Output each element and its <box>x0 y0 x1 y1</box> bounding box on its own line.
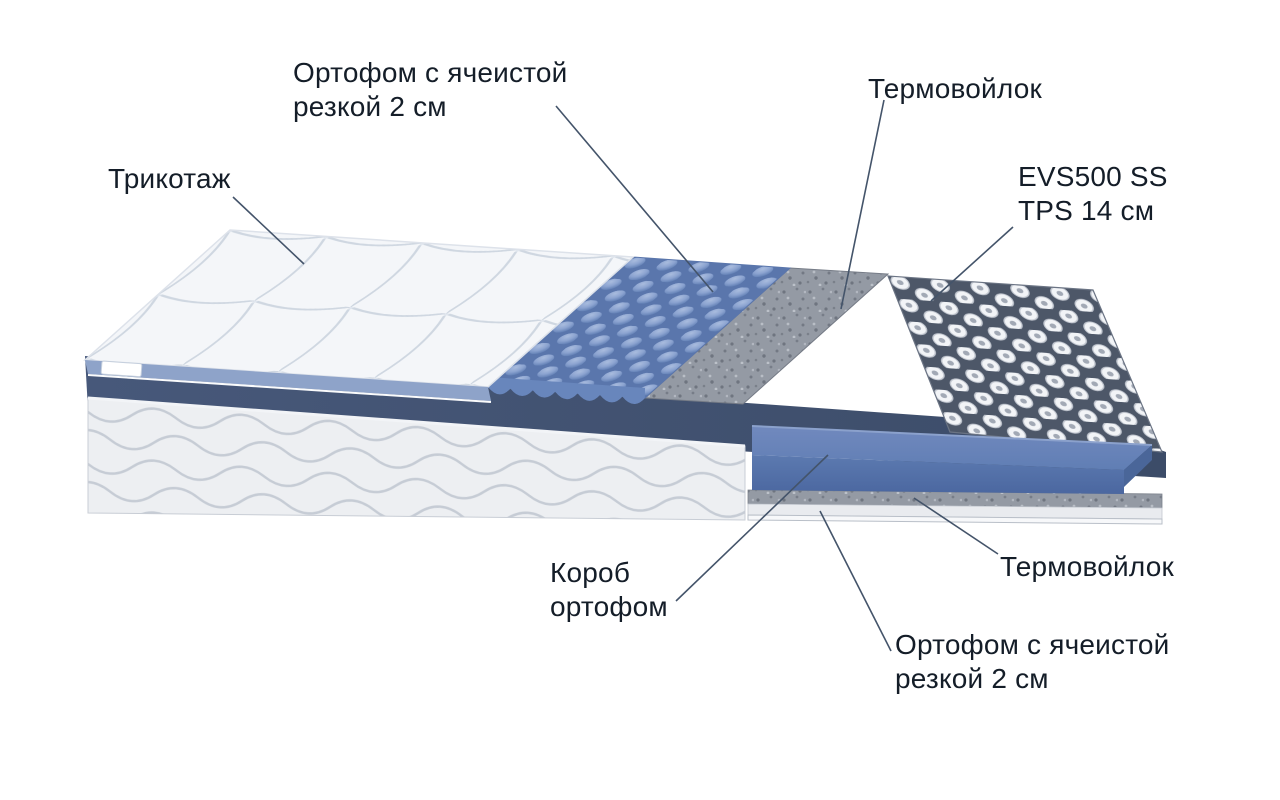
label-springs: EVS500 SS TPS 14 см <box>1018 160 1168 228</box>
knit-edge-band <box>85 360 491 401</box>
leader-line-thermofelt-top <box>840 99 885 310</box>
label-thermofelt-top-text: Термовойлок <box>868 73 1042 104</box>
box-front-face <box>752 455 1124 494</box>
label-orthofoam-bottom-line1: Ортофом с ячеистой <box>895 629 1170 660</box>
spring-block <box>887 275 1163 453</box>
leader-line-box <box>675 454 829 602</box>
leader-line-orthofoam-bottom <box>819 510 892 652</box>
base-top-piping <box>87 396 746 448</box>
label-orthofoam-top-line1: Ортофом с ячеистой <box>293 57 568 88</box>
label-box-line1: Короб <box>550 557 631 588</box>
label-springs-line1: EVS500 SS <box>1018 161 1168 192</box>
label-thermofelt-bottom-text: Термовойлок <box>1000 551 1174 582</box>
label-thermofelt-top: Термовойлок <box>868 72 1042 106</box>
label-orthofoam-bottom-line2: резкой 2 см <box>895 663 1049 694</box>
knit-edge-piping <box>87 374 492 403</box>
leader-line-orthofoam-top <box>555 105 714 293</box>
leader-line-thermofelt-bottom <box>913 497 999 555</box>
label-orthofoam-top-line2: резкой 2 см <box>293 91 447 122</box>
leader-line-knit <box>232 196 305 265</box>
foam-bumps-edge <box>488 377 645 405</box>
label-orthofoam-bottom: Ортофом с ячеистой резкой 2 см <box>895 628 1170 696</box>
label-springs-line2: TPS 14 см <box>1018 195 1155 226</box>
label-box: Короб ортофом <box>550 556 668 624</box>
label-thermofelt-bottom: Термовойлок <box>1000 550 1174 584</box>
box-right-face <box>1124 445 1152 487</box>
label-orthofoam-top: Ортофом с ячеистой резкой 2 см <box>293 56 568 124</box>
label-box-line2: ортофом <box>550 591 668 622</box>
label-knit: Трикотаж <box>108 162 231 196</box>
fabric-brand-tag <box>100 360 143 378</box>
leader-line-springs <box>930 226 1014 302</box>
box-top-face <box>752 426 1152 470</box>
label-knit-text: Трикотаж <box>108 163 231 194</box>
box-top-edge-highlight <box>751 425 1153 446</box>
bottom-piping-strip <box>747 514 1163 525</box>
